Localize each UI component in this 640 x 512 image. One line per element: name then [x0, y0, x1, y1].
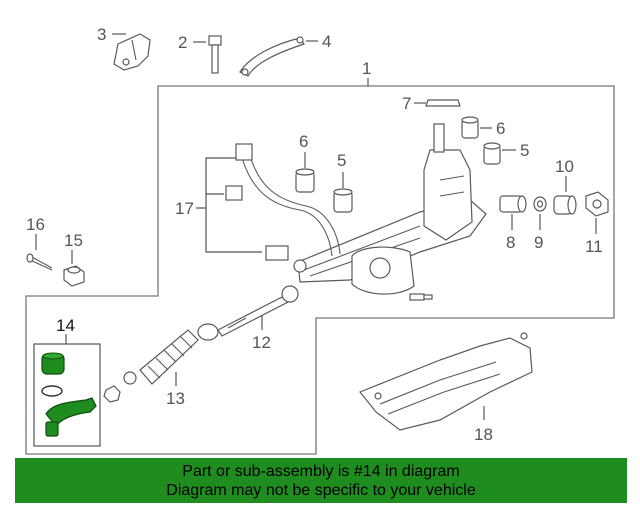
callout-17: 17	[175, 199, 194, 218]
callout-12: 12	[252, 333, 271, 352]
banner-line-2: Diagram may not be specific to your vehi…	[166, 482, 476, 499]
part-11-nut[interactable]	[585, 191, 609, 217]
part-10-bushing[interactable]	[553, 195, 577, 215]
assembly-1-frame	[25, 85, 615, 455]
callout-9: 9	[534, 233, 543, 252]
banner-line-1: Part or sub-assembly is #14 in diagram	[182, 463, 460, 480]
part-3-bracket[interactable]	[113, 33, 151, 71]
info-banner: Part or sub-assembly is #14 in diagram D…	[15, 458, 627, 503]
callout-5-right: 5	[520, 141, 529, 160]
callout-6-right: 6	[496, 119, 505, 138]
callout-6-left: 6	[299, 132, 308, 151]
callout-15: 15	[64, 231, 83, 250]
housing-bolt[interactable]	[409, 293, 433, 301]
part-7-seal[interactable]	[425, 99, 461, 107]
part-2-bolt[interactable]	[208, 35, 222, 74]
part-5-bushing-left[interactable]	[333, 188, 353, 213]
part-6-bushing-right[interactable]	[461, 116, 479, 139]
part-13-boot[interactable]	[103, 323, 219, 403]
callout-5-left: 5	[337, 151, 346, 170]
part-17-wiring[interactable]	[225, 143, 341, 261]
part-15-nut[interactable]	[63, 265, 85, 287]
part-6-bushing-left[interactable]	[295, 168, 315, 193]
callout-8: 8	[506, 233, 515, 252]
callout-2: 2	[178, 33, 187, 52]
callout-1: 1	[362, 59, 371, 78]
part-5-bushing-right[interactable]	[483, 142, 501, 165]
part-14-tie-rod-end[interactable]	[41, 352, 97, 437]
part-14-box	[33, 343, 101, 447]
callout-7: 7	[402, 94, 411, 113]
part-18-shield[interactable]	[359, 332, 533, 431]
callout-16: 16	[26, 215, 45, 234]
part-16-cotter-pin[interactable]	[26, 253, 53, 271]
part-4-support-bar[interactable]	[239, 36, 305, 77]
callout-3: 3	[97, 25, 106, 44]
callout-4: 4	[322, 32, 331, 51]
part-12-inner-tie-rod[interactable]	[217, 285, 299, 337]
callout-11: 11	[585, 237, 603, 256]
steering-rack-body[interactable]	[293, 123, 487, 295]
callout-18: 18	[474, 425, 493, 444]
part-8-bushing[interactable]	[499, 195, 527, 213]
callout-14: 14	[56, 316, 75, 335]
callout-13: 13	[166, 389, 185, 408]
callout-10: 10	[555, 157, 574, 176]
part-9-washer[interactable]	[533, 196, 547, 212]
